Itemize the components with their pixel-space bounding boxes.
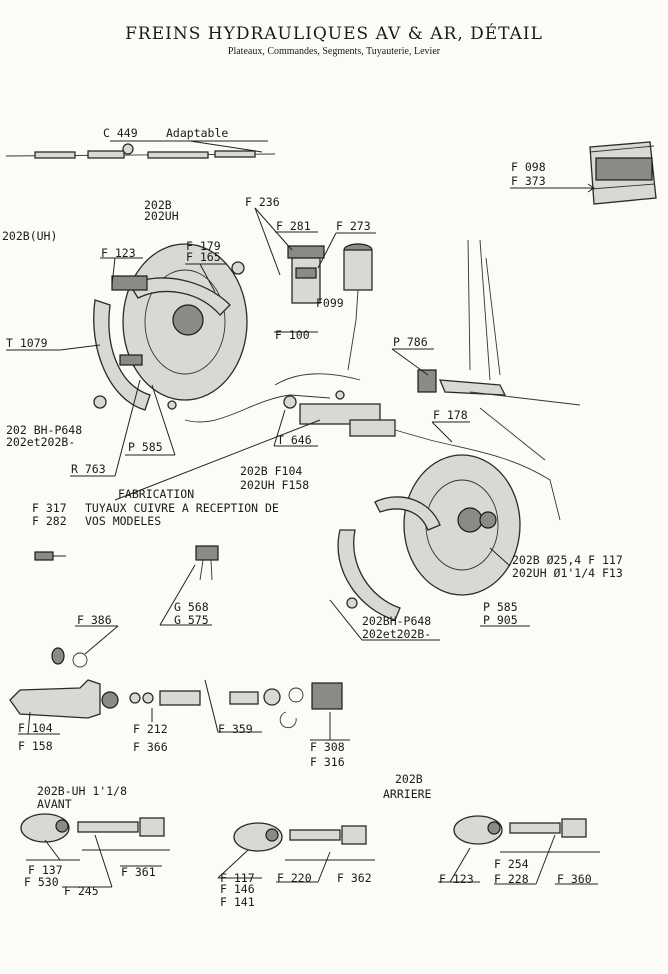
label-f165: F 165 bbox=[186, 250, 221, 264]
label-f245: F 245 bbox=[64, 884, 99, 898]
label-f308: F 308 bbox=[310, 740, 345, 754]
label-f254: F 254 bbox=[494, 857, 529, 871]
label-f123-top: F 123 bbox=[101, 246, 136, 260]
label-g575: G 575 bbox=[174, 613, 209, 627]
label-p585-r: P 585 bbox=[483, 600, 518, 614]
label-tuyaux-2: VOS MODELES bbox=[85, 514, 162, 528]
label-p585-top: P 585 bbox=[128, 440, 163, 454]
label-f098: F 098 bbox=[511, 160, 546, 174]
label-f123-bottom: F 123 bbox=[439, 872, 474, 886]
label-rear-spec-2: 202UH Ø1'1/4 F13 bbox=[512, 566, 623, 580]
label-bh-p648-r1: 202BH-P648 bbox=[362, 614, 432, 628]
label-f361: F 361 bbox=[121, 865, 156, 879]
label-p786: P 786 bbox=[393, 335, 428, 349]
label-f099: F099 bbox=[316, 296, 344, 310]
label-202uh-top: 202UH bbox=[144, 209, 179, 223]
rear-brake-assembly bbox=[337, 454, 521, 621]
label-f236: F 236 bbox=[245, 195, 280, 209]
label-f100: F 100 bbox=[275, 328, 310, 342]
wheel-cylinder-arriere-1 bbox=[233, 822, 367, 852]
page-subtitle: Plateaux, Commandes, Segments, Tuyauteri… bbox=[227, 46, 441, 57]
label-f273: F 273 bbox=[336, 219, 371, 233]
label-f366: F 366 bbox=[133, 740, 168, 754]
label-rear-spec-1: 202B Ø25,4 F 117 bbox=[512, 553, 623, 567]
label-f386: F 386 bbox=[77, 613, 112, 627]
front-brake-assembly bbox=[93, 243, 248, 411]
label-f146: F 146 bbox=[220, 882, 255, 896]
label-t646: T 646 bbox=[277, 433, 312, 447]
label-f179: F 179 bbox=[186, 239, 221, 253]
label-f359: F 359 bbox=[218, 722, 253, 736]
master-cylinder-exploded bbox=[9, 647, 343, 729]
label-f104: F 104 bbox=[18, 721, 53, 735]
wheel-cylinder-avant bbox=[20, 813, 165, 843]
label-f317: F 317 bbox=[32, 501, 67, 515]
label-bh-p648-2: 202et202B- bbox=[6, 435, 76, 449]
label-avant-2: AVANT bbox=[37, 797, 72, 811]
label-fabrication: FABRICATION bbox=[118, 487, 195, 501]
label-202b-f104: 202B F104 bbox=[240, 464, 303, 478]
label-202uh-f158: 202UH F158 bbox=[240, 478, 310, 492]
label-f360: F 360 bbox=[557, 872, 592, 886]
label-f282: F 282 bbox=[32, 514, 67, 528]
label-f316: F 316 bbox=[310, 755, 345, 769]
label-p905: P 905 bbox=[483, 613, 518, 627]
label-f220: F 220 bbox=[277, 871, 312, 885]
label-f228: F 228 bbox=[494, 872, 529, 886]
label-arriere-1: 202B bbox=[395, 772, 423, 786]
label-bh-p648-r2: 202et202B- bbox=[362, 627, 432, 641]
label-bh-p648-1: 202 BH-P648 bbox=[6, 423, 83, 437]
leader-lines bbox=[6, 207, 600, 888]
label-f362: F 362 bbox=[337, 871, 372, 885]
label-f212: F 212 bbox=[133, 722, 168, 736]
brake-cable-c449 bbox=[5, 140, 276, 159]
pipes-and-master-cylinder bbox=[184, 373, 561, 521]
label-f373: F 373 bbox=[511, 174, 546, 188]
label-arriere-2: ARRIERE bbox=[383, 787, 432, 801]
label-f281: F 281 bbox=[276, 219, 311, 233]
page-title: FREINS HYDRAULIQUES AV & AR, DÉTAIL bbox=[125, 24, 543, 44]
label-f117: F 117 bbox=[220, 871, 255, 885]
brake-fluid-can bbox=[510, 141, 657, 205]
wheel-cylinder-arriere-2 bbox=[453, 815, 587, 845]
label-t1079: T 1079 bbox=[6, 336, 48, 350]
pedal-and-handbrake-lever bbox=[417, 239, 581, 461]
label-tuyaux-1: TUYAUX CUIVRE A RECEPTION DE bbox=[85, 501, 279, 515]
label-c449: C 449 bbox=[103, 126, 138, 140]
label-r763: R 763 bbox=[71, 462, 106, 476]
label-f158: F 158 bbox=[18, 739, 53, 753]
label-adaptable: Adaptable bbox=[166, 126, 229, 140]
label-f137: F 137 bbox=[28, 863, 63, 877]
fluid-reservoirs bbox=[287, 243, 373, 371]
label-g568: G 568 bbox=[174, 600, 209, 614]
connector-g568 bbox=[195, 545, 219, 581]
label-f178: F 178 bbox=[433, 408, 468, 422]
label-202b-top: 202B bbox=[144, 198, 172, 212]
label-f141: F 141 bbox=[220, 895, 255, 909]
label-avant-1: 202B-UH 1'1/8 bbox=[37, 784, 128, 798]
label-f530: F 530 bbox=[24, 875, 59, 889]
label-202b-uh: 202B(UH) bbox=[2, 229, 58, 243]
bleed-screw-f317 bbox=[34, 551, 66, 561]
